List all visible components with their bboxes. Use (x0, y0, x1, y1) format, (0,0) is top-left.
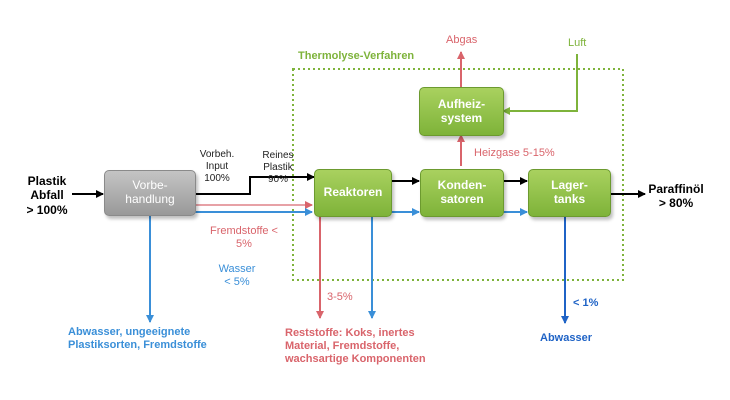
vorbehandlung-box: Vorbe- handlung (104, 170, 196, 216)
thermolyse-region-border (292, 68, 624, 281)
lagertanks-box: Lager- tanks (528, 169, 611, 217)
reines-plastik-label: Reines Plastik 90% (262, 150, 294, 185)
arrow-luft (502, 54, 578, 115)
abgas-label: Abgas (446, 34, 478, 46)
fremdstoffe-label: Fremdstoffe < 5% (210, 225, 278, 251)
kondensatoren-box: Konden- satoren (420, 169, 504, 217)
heizgase-label: Heizgase 5-15% (474, 147, 555, 159)
arrow-vorbehandlung-to-reaktoren (195, 173, 315, 195)
plastik-abfall-label: Plastik Abfall > 100% (26, 174, 68, 217)
reststoffe-label: Reststoffe: Koks, inertes Material, Frem… (285, 327, 426, 366)
luft-label: Luft (568, 37, 587, 49)
aufheizsystem-box: Aufheiz- system (419, 87, 504, 136)
reaktoren-box: Reaktoren (314, 169, 392, 217)
paraffinoel-label: Paraffinöl > 80% (648, 182, 704, 211)
vorbeh-input-label: Vorbeh. Input 100% (199, 149, 235, 184)
reststoffe-share-label: 3-5% (327, 291, 353, 303)
abwasser-right-label: Abwasser (540, 332, 592, 344)
region-label: Thermolyse-Verfahren (298, 50, 415, 62)
abwasser-left-label: Abwasser, ungeeignete Plastiksorten, Fre… (68, 326, 207, 352)
abwasser-share-label: < 1% (573, 297, 599, 309)
wasser-label: Wasser < 5% (218, 263, 256, 289)
